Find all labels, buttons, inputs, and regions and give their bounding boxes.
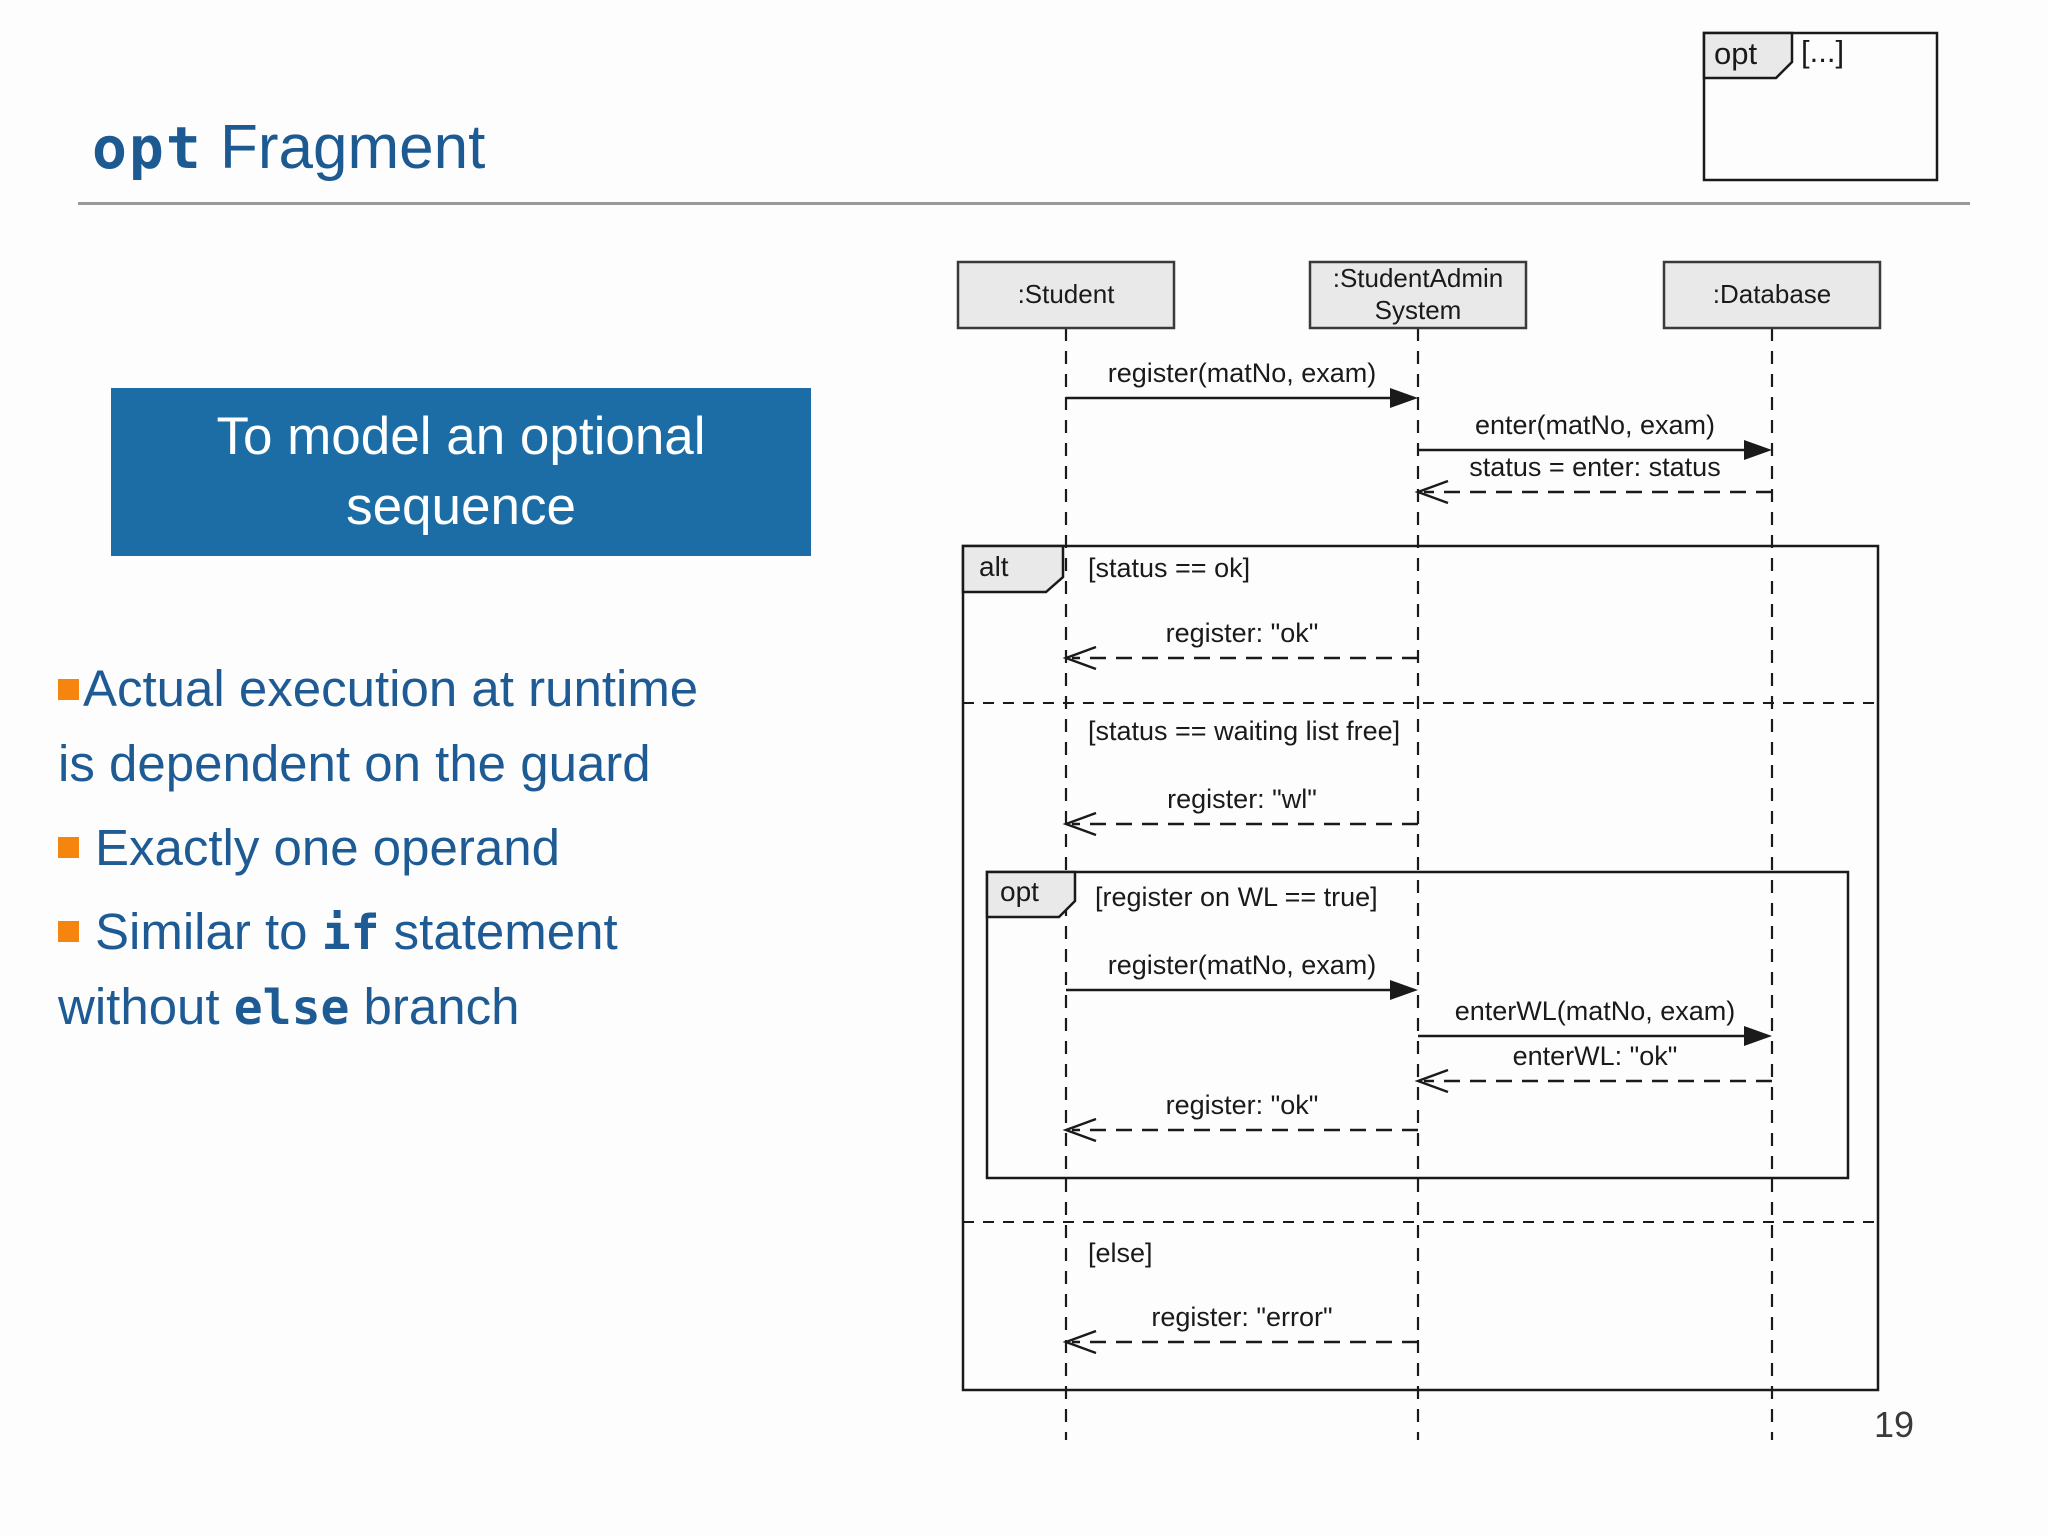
alt-fragment-frame — [961, 544, 1880, 1392]
arrowhead-m8 — [1414, 1068, 1449, 1094]
arrowhead-m5 — [1062, 811, 1097, 837]
arrowhead-m2 — [1744, 440, 1772, 460]
message-label-status-return: status = enter: status — [1469, 452, 1721, 482]
bullet-text-1: Actual execution at runtime is dependent… — [58, 660, 699, 792]
title-divider — [78, 202, 1970, 205]
alt-fragment-pentagon — [961, 544, 1065, 594]
headbox-student — [956, 260, 1176, 330]
corner-fragment-operator: opt — [1714, 36, 1758, 71]
guard-register-on-wl: [register on WL == true] — [1095, 882, 1378, 912]
message-label-register-ok-2: register: "ok" — [1165, 1090, 1319, 1120]
callout-text: To model an optional sequence — [216, 407, 706, 536]
arrowhead-m1 — [1390, 388, 1418, 408]
bullet-square-icon — [58, 921, 79, 943]
bullet-code-else: else — [233, 979, 350, 1036]
bullet-square-icon — [58, 837, 79, 859]
arrowhead-m4 — [1062, 645, 1097, 671]
message-label-register-error: register: "error" — [1151, 1302, 1333, 1332]
opt-fragment-frame — [985, 870, 1850, 1180]
opt-operator-label: opt — [1000, 876, 1039, 907]
lifeline-label-student: :Student — [1017, 279, 1115, 310]
arrowhead-m6 — [1390, 980, 1418, 1000]
bullet-text-3-pre: Similar to — [95, 902, 322, 960]
corner-fragment-box — [1702, 31, 1939, 182]
corner-fragment-pentagon — [1702, 31, 1794, 80]
bullet-code-if: if — [321, 904, 380, 961]
bullet-item-3: Similar to if statement without else bra… — [58, 895, 714, 1045]
guard-else: [else] — [1088, 1238, 1153, 1268]
message-label-register-wl: register: "wl" — [1167, 784, 1317, 814]
message-label-enterwl-ok: enterWL: "ok" — [1512, 1041, 1678, 1071]
message-label-register-ok-1: register: "ok" — [1165, 618, 1319, 648]
bullet-square-icon — [58, 678, 79, 700]
corner-fragment-guard: [...] — [1801, 34, 1845, 69]
title-text: Fragment — [220, 113, 486, 182]
page-number: 19 — [1874, 1404, 1915, 1445]
message-label-enter: enter(matNo, exam) — [1474, 410, 1716, 440]
message-label-register-2: register(matNo, exam) — [1107, 950, 1377, 980]
guard-waiting-list: [status == waiting list free] — [1088, 716, 1401, 746]
bullet-item-2: Exactly one operand — [58, 811, 714, 886]
bullet-item-1: Actual execution at runtime is dependent… — [58, 652, 714, 802]
lifeline-label-studentadmin: :StudentAdmin System — [1332, 263, 1504, 325]
alt-operator-label: alt — [979, 551, 1009, 582]
arrowhead-m7 — [1744, 1026, 1772, 1046]
message-label-register-1: register(matNo, exam) — [1107, 358, 1377, 388]
title-code: opt — [92, 114, 203, 182]
arrowhead-m3 — [1414, 479, 1449, 505]
bullet-text-3-post: branch — [349, 977, 520, 1035]
guard-status-ok: [status == ok] — [1088, 553, 1251, 583]
lifeline-label-database: :Database — [1712, 279, 1832, 310]
page-title: opt Fragment — [92, 112, 485, 183]
bullet-text-3-mid: statement without — [58, 902, 618, 1035]
arrowhead-m9 — [1062, 1117, 1097, 1143]
callout-box: To model an optional sequence — [111, 388, 811, 556]
headbox-studentadmin — [1308, 260, 1528, 330]
headbox-database — [1662, 260, 1882, 330]
message-label-enterwl: enterWL(matNo, exam) — [1454, 996, 1736, 1026]
arrowhead-m10 — [1062, 1329, 1097, 1355]
bullet-list: Actual execution at runtime is dependent… — [58, 652, 714, 1054]
opt-fragment-pentagon — [985, 870, 1077, 919]
bullet-text-2: Exactly one operand — [95, 818, 560, 876]
